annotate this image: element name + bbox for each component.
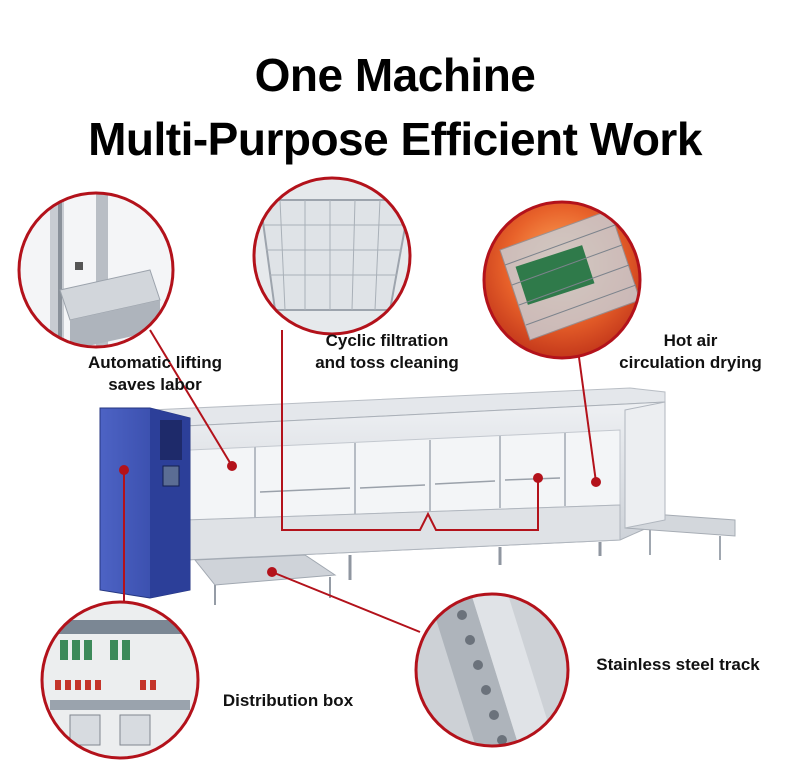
callout-label-filtration: Cyclic filtration and toss cleaning bbox=[292, 330, 482, 374]
dot-lifting bbox=[227, 461, 237, 471]
callout-filtration-line-2: and toss cleaning bbox=[315, 353, 459, 372]
detail-circle-lifting bbox=[17, 191, 175, 349]
detail-circle-distribution bbox=[40, 600, 200, 760]
title-line-1: One Machine bbox=[254, 49, 536, 101]
callout-filtration-line-1: Cyclic filtration bbox=[325, 331, 449, 350]
dot-drying bbox=[591, 477, 601, 487]
dot-distribution bbox=[119, 465, 129, 475]
callout-label-drying: Hot air circulation drying bbox=[598, 330, 783, 374]
callout-drying-line-1: Hot air bbox=[663, 331, 718, 350]
dot-filtration bbox=[533, 473, 543, 483]
callout-label-track: Stainless steel track bbox=[578, 654, 778, 676]
callout-drying-line-2: circulation drying bbox=[619, 353, 762, 372]
detail-circle-track bbox=[414, 592, 570, 748]
cleaning-machine bbox=[99, 387, 736, 605]
detail-circle-drying bbox=[482, 200, 642, 360]
callout-distribution-line-1: Distribution box bbox=[222, 691, 354, 710]
title-line-2: Multi-Purpose Efficient Work bbox=[88, 113, 702, 165]
callout-track-line-1: Stainless steel track bbox=[596, 655, 760, 674]
callout-connectors bbox=[123, 329, 597, 633]
callout-lifting-line-1: Automatic lifting bbox=[87, 353, 223, 372]
callout-lifting-line-2: saves labor bbox=[108, 375, 202, 394]
callout-label-lifting: Automatic lifting saves labor bbox=[70, 352, 240, 396]
detail-circle-filtration bbox=[252, 176, 412, 336]
callout-label-distribution: Distribution box bbox=[208, 690, 368, 712]
dot-track bbox=[267, 567, 277, 577]
callout-dots bbox=[119, 461, 601, 577]
